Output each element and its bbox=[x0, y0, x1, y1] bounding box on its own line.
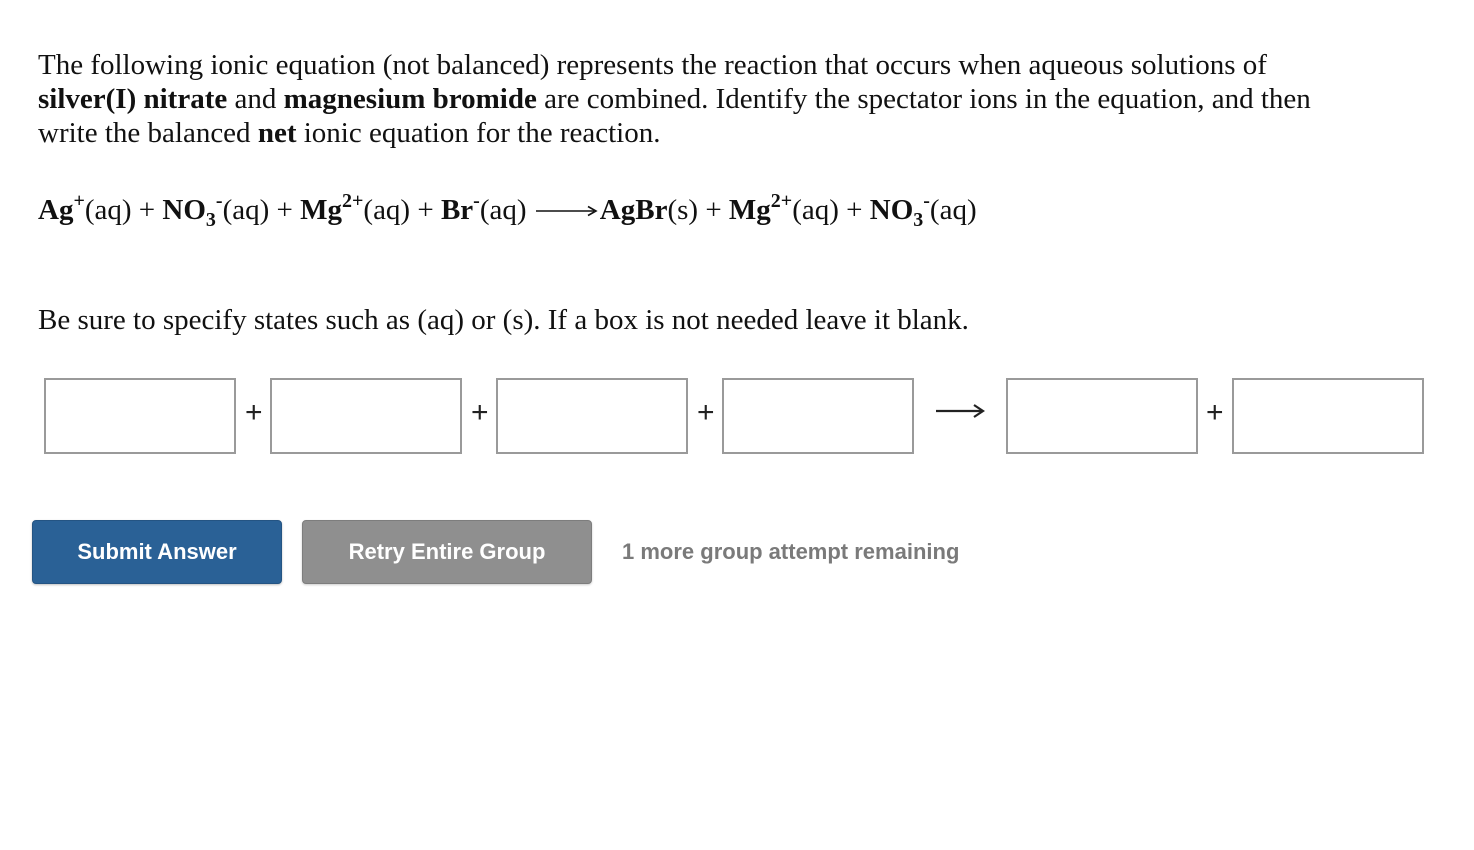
question-line2: are combined. Identify the spectator ion… bbox=[536, 83, 1311, 115]
no3-charge: - bbox=[215, 190, 223, 212]
state-aq: (aq) bbox=[792, 194, 839, 226]
no3-subscript: 3 bbox=[205, 209, 216, 231]
retry-entire-group-label: Retry Entire Group bbox=[348, 539, 546, 564]
plus-sign: + bbox=[1206, 396, 1224, 429]
ag-charge: + bbox=[73, 190, 85, 212]
question-line1: The following ionic equation (not balanc… bbox=[38, 49, 1267, 81]
yields-arrow-icon bbox=[936, 404, 985, 418]
state-aq: (aq) bbox=[929, 194, 977, 226]
no-symbol: NO bbox=[162, 194, 206, 226]
plus-sign: + bbox=[245, 396, 263, 429]
product-box-2[interactable] bbox=[1232, 378, 1424, 454]
question-and: and bbox=[227, 83, 284, 115]
mg-symbol: Mg bbox=[300, 194, 342, 226]
reactant-box-1[interactable] bbox=[44, 378, 236, 454]
silver-nitrate-term: silver(I) nitrate bbox=[38, 83, 228, 115]
ag-symbol: Ag bbox=[38, 194, 74, 226]
state-aq: (aq) bbox=[222, 194, 270, 226]
reaction-arrow-icon bbox=[535, 205, 598, 217]
no3-charge: - bbox=[923, 190, 930, 212]
no3-subscript: 3 bbox=[913, 209, 924, 231]
instruction-text: Be sure to specify states such as (aq) o… bbox=[38, 304, 969, 336]
reactant-box-3[interactable] bbox=[496, 378, 688, 454]
plus-sign: + bbox=[131, 194, 163, 226]
br-charge: - bbox=[473, 190, 480, 212]
mg-charge: 2+ bbox=[770, 190, 793, 212]
species-nitrate-ion-product: NO3- bbox=[869, 191, 930, 230]
plus-sign: + bbox=[410, 194, 441, 226]
ionic-equation: Ag+(aq) + NO3-(aq) + Mg2+(aq) + Br-(aq) … bbox=[38, 190, 977, 230]
species-nitrate-ion: NO3- bbox=[162, 191, 222, 230]
plus-sign: + bbox=[269, 194, 301, 226]
mg-charge: 2+ bbox=[342, 190, 364, 212]
species-silver-bromide: AgBr bbox=[599, 194, 668, 226]
mg-symbol: Mg bbox=[728, 194, 771, 226]
plus-sign: + bbox=[838, 194, 870, 226]
plus-sign: + bbox=[471, 396, 489, 429]
state-s: (s) bbox=[667, 194, 699, 226]
species-silver-ion: Ag+ bbox=[38, 191, 85, 226]
magnesium-bromide-term: magnesium bromide bbox=[283, 83, 537, 115]
attempts-remaining-text: 1 more group attempt remaining bbox=[622, 539, 960, 564]
species-magnesium-ion-product: Mg2+ bbox=[728, 191, 792, 226]
species-magnesium-ion: Mg2+ bbox=[300, 191, 363, 226]
retry-entire-group-button[interactable]: Retry Entire Group bbox=[302, 520, 592, 584]
no-symbol: NO bbox=[869, 194, 914, 226]
submit-answer-button[interactable]: Submit Answer bbox=[32, 520, 282, 584]
submit-answer-label: Submit Answer bbox=[77, 539, 237, 564]
question-line3-end: ionic equation for the reaction. bbox=[296, 117, 661, 149]
net-term: net bbox=[257, 117, 297, 149]
br-symbol: Br bbox=[440, 194, 474, 226]
plus-sign: + bbox=[698, 194, 729, 226]
state-aq: (aq) bbox=[84, 194, 132, 226]
question-line3: write the balanced bbox=[38, 117, 258, 149]
product-box-1[interactable] bbox=[1006, 378, 1198, 454]
reactant-box-2[interactable] bbox=[270, 378, 462, 454]
species-bromide-ion: Br- bbox=[440, 191, 480, 226]
state-aq: (aq) bbox=[479, 194, 527, 226]
plus-sign: + bbox=[697, 396, 715, 429]
question-text: The following ionic equation (not balanc… bbox=[38, 48, 1438, 150]
reactant-box-4[interactable] bbox=[722, 378, 914, 454]
state-aq: (aq) bbox=[363, 194, 411, 226]
